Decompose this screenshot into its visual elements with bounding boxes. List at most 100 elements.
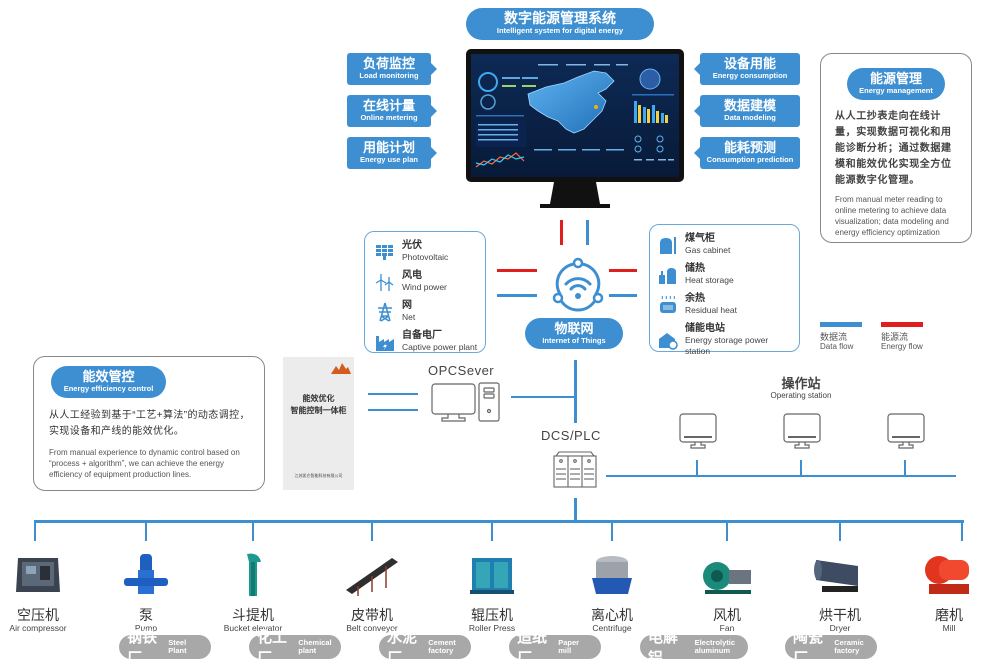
industry-en: Chemical plant: [298, 638, 332, 655]
legend-label-en: Energy flow: [881, 342, 923, 351]
air-compressor-icon: [16, 558, 60, 592]
equipment-drop: [961, 520, 963, 541]
iot-network-icon: [552, 257, 604, 312]
iot-hub: [546, 256, 610, 314]
workstation-icon: [679, 413, 717, 449]
equipment-drop: [491, 520, 493, 541]
equipment-zh: 离心机: [591, 607, 633, 623]
data-flow-line: [368, 393, 418, 395]
legend: 数据流 Data flow 能源流 Energy flow: [820, 322, 970, 362]
tag-zh: 能耗预测: [723, 140, 776, 155]
equipment-en: Belt conveyor: [346, 623, 398, 633]
legend-energy-flow: 能源流 Energy flow: [881, 322, 941, 352]
dryer-icon: [814, 560, 858, 592]
equipment-bucket-elevator: 斗提机 Bucket elevator: [198, 552, 308, 633]
industry-zh: 电解铝: [648, 629, 679, 667]
iot-zh: 物联网: [554, 321, 594, 336]
equipment-fan: 风机 Fan: [672, 552, 782, 633]
source-en: Captive power plant: [402, 342, 478, 352]
equipment-zh: 风机: [713, 607, 741, 623]
industry-zh: 陶瓷厂: [793, 629, 824, 667]
tag-en: Load monitoring: [359, 71, 419, 80]
tag-zh: 负荷监控: [362, 56, 415, 71]
legend-label-zh: 能源流: [881, 332, 909, 342]
operating-station-2: [782, 413, 822, 449]
data-trunk-line: [574, 360, 577, 423]
bucket-elevator-icon: [247, 553, 261, 596]
efficiency-control-title: 能效管控 Energy efficiency control: [51, 366, 166, 398]
storage-en: Residual heat: [685, 305, 737, 315]
residual-heat-icon: [660, 295, 676, 313]
operating-station-label: 操作站 Operating station: [756, 377, 846, 401]
industry-chemical-plant: 化工厂 Chemical plant: [249, 629, 341, 667]
equipment-en: Fan: [719, 623, 735, 633]
data-flow-line: [511, 396, 576, 398]
equipment-drop: [839, 520, 841, 541]
efficiency-control-desc-zh: 从人工经验到基于“工艺+算法”的动态调控，实现设备和产线的能效优化。: [49, 410, 250, 437]
workstation-icon: [783, 413, 821, 449]
legend-label-en: Data flow: [820, 342, 854, 351]
equipment-zh: 烘干机: [819, 607, 861, 623]
industry-zh: 钢铁厂: [127, 629, 158, 667]
data-flow-swatch: [820, 322, 862, 327]
industry-paper-mill: 造纸厂 Paper mill: [509, 629, 601, 667]
storage-en: Energy storage power station: [685, 335, 769, 356]
tag-zh: 设备用能: [723, 56, 776, 71]
dcs-plc-label: DCS/PLC: [541, 428, 601, 443]
industry-en: Electrolytic aluminum: [694, 638, 736, 655]
solar-panel-icon: [376, 244, 393, 260]
operating-station-3: [886, 413, 926, 449]
equipment-pump: 泵 Pump: [91, 552, 201, 633]
equipment-drop: [611, 520, 613, 541]
cabinet-company: 江苏凯仑智能科技有限公司: [294, 473, 343, 478]
equipment-drop: [726, 520, 728, 541]
plc-rack-icon: [553, 451, 597, 488]
industry-zh: 水泥厂: [387, 629, 418, 667]
source-zh: 风电: [402, 270, 422, 281]
data-flow-line: [497, 294, 537, 297]
tag-consumption-prediction: 能耗预测 Consumption prediction: [694, 137, 800, 169]
equipment-centrifuge: 离心机 Centrifuge: [557, 552, 667, 633]
industry-en: Paper mill: [558, 638, 580, 655]
equipment-en: Mill: [942, 623, 956, 633]
industry-zh: 造纸厂: [517, 629, 548, 667]
pump-icon: [124, 554, 168, 594]
title-en: Energy efficiency control: [63, 384, 154, 393]
equipment-en: Dryer: [829, 623, 851, 633]
gas-tank-icon: [660, 236, 676, 254]
equipment-zh: 磨机: [935, 607, 963, 623]
tag-en: Online metering: [360, 113, 418, 122]
title-en: Energy management: [859, 86, 933, 95]
tag-energy-use-plan: 用能计划 Energy use plan: [347, 137, 437, 169]
storage-station-icon: [659, 333, 678, 350]
monitor-icon: [466, 49, 684, 208]
legend-data-flow: 数据流 Data flow: [820, 322, 865, 352]
wind-turbine-icon: [375, 273, 394, 291]
equipment-drop: [145, 520, 147, 541]
storage-zh: 煤气柜: [685, 233, 715, 244]
heat-storage-icon: [659, 267, 676, 284]
tag-online-metering: 在线计量 Online metering: [347, 95, 437, 127]
equipment-zh: 空压机: [17, 607, 59, 623]
tag-data-modeling: 数据建模 Data modeling: [694, 95, 800, 127]
equipment-drop: [252, 520, 254, 541]
source-zh: 自备电厂: [402, 330, 442, 341]
opc-server-label: OPCSever: [428, 363, 495, 378]
tag-en: Data modeling: [724, 113, 776, 122]
operating-station-en: Operating station: [770, 391, 832, 400]
energy-management-card: 能源管理 Energy management 从人工抄表走向在线计量，实现数据可…: [820, 53, 972, 243]
power-tower-icon: [378, 302, 392, 322]
source-en: Wind power: [402, 282, 447, 292]
server-computer-icon: [431, 382, 500, 422]
energy-flow-line: [560, 220, 563, 245]
energy-management-desc-en: From manual meter reading to online mete…: [835, 195, 949, 237]
energy-management-desc-zh: 从人工抄表走向在线计量，实现数据可视化和用能诊断分析；通过数据建模和能效优化实现…: [835, 111, 952, 186]
industry-cement-factory: 水泥厂 Cement factory: [379, 629, 471, 667]
